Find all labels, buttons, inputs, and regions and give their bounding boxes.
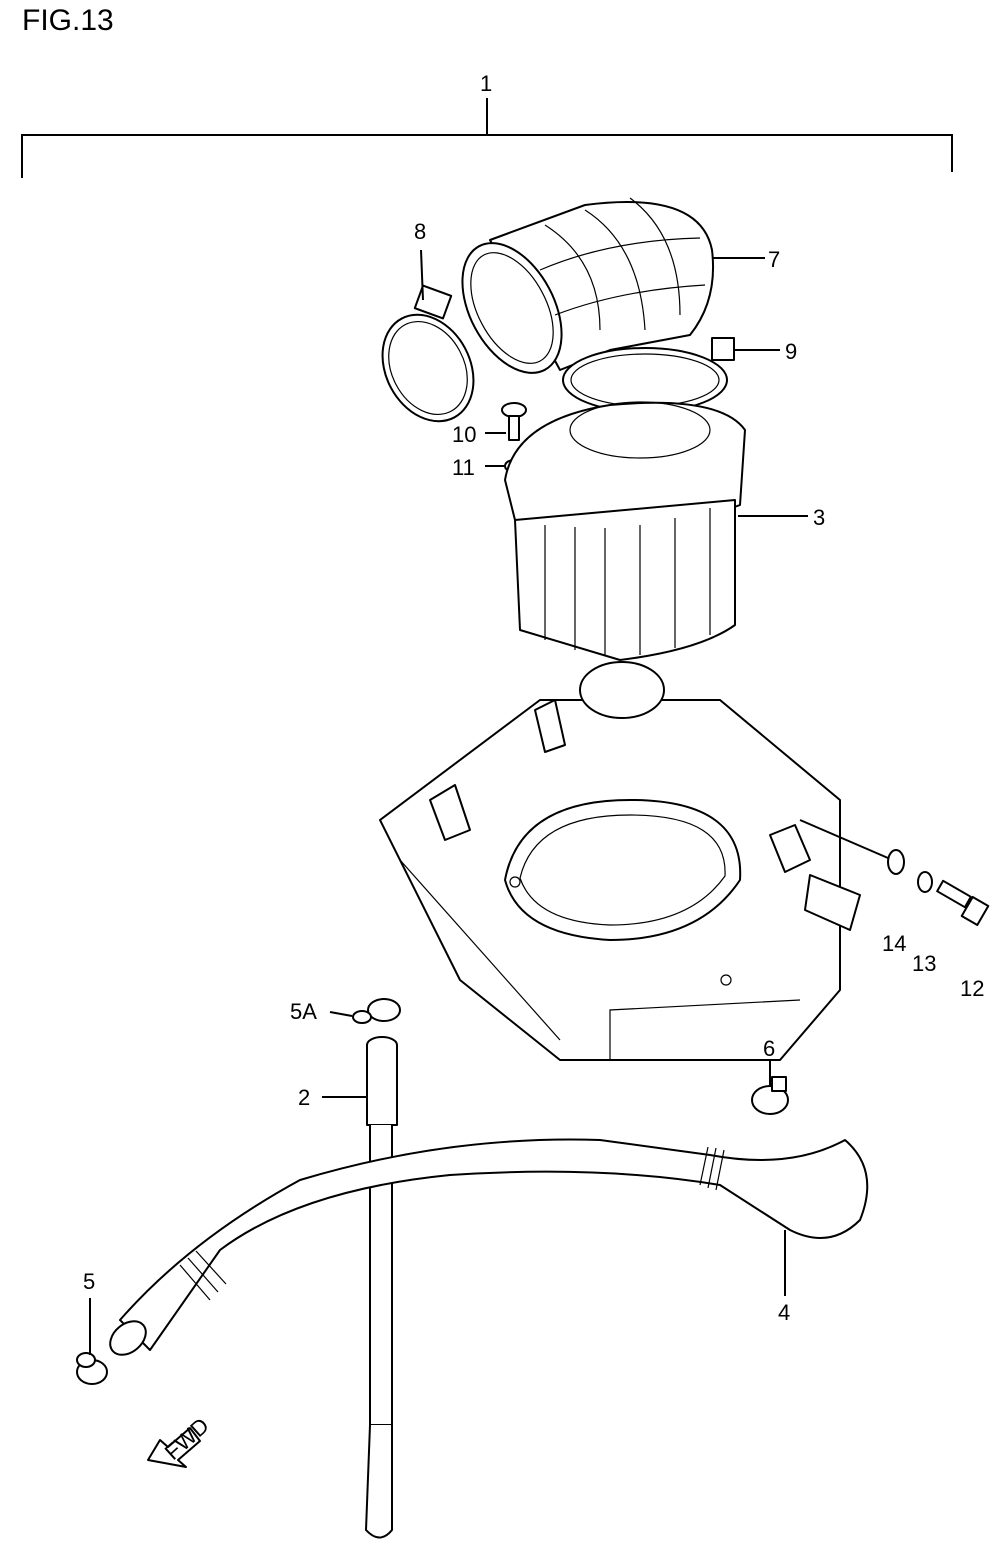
part-10-screw[interactable] [485,402,527,441]
callout-7: 7 [768,247,780,272]
callout-14: 14 [882,931,906,956]
callout-12: 12 [960,976,984,1001]
assembly-bracket [21,98,953,178]
callout-5: 5 [83,1269,95,1294]
part-13-lock-washer[interactable] [917,871,933,893]
part-4-drain-hose[interactable] [104,1138,869,1362]
fwd-arrow-icon: FWD [147,1413,214,1468]
part-5-cap[interactable] [76,1298,108,1385]
part-5a-plug[interactable] [329,998,401,1024]
callout-9: 9 [785,339,797,364]
callout-2: 2 [298,1085,310,1110]
callout-5a: 5A [290,999,317,1024]
figure-title: FIG.13 [22,4,114,37]
callout-3: 3 [813,505,825,530]
air-box-housing[interactable] [379,661,861,1061]
callout-11: 11 [452,455,475,480]
callout-10: 10 [452,422,476,447]
part-14-washer[interactable] [799,819,905,875]
part-12-bolt[interactable] [936,879,990,927]
callout-1: 1 [480,71,492,96]
callout-8: 8 [414,219,426,244]
part-3-filter-element[interactable] [504,401,808,661]
callout-4: 4 [778,1300,790,1325]
part-8-clamp[interactable] [365,249,492,437]
part-6-hose-clip[interactable] [751,1060,789,1115]
callout-13: 13 [912,951,936,976]
callout-6: 6 [763,1036,775,1061]
part-2-drain-tube[interactable] [322,1036,398,1539]
part-7-intake-boot[interactable] [442,197,765,390]
